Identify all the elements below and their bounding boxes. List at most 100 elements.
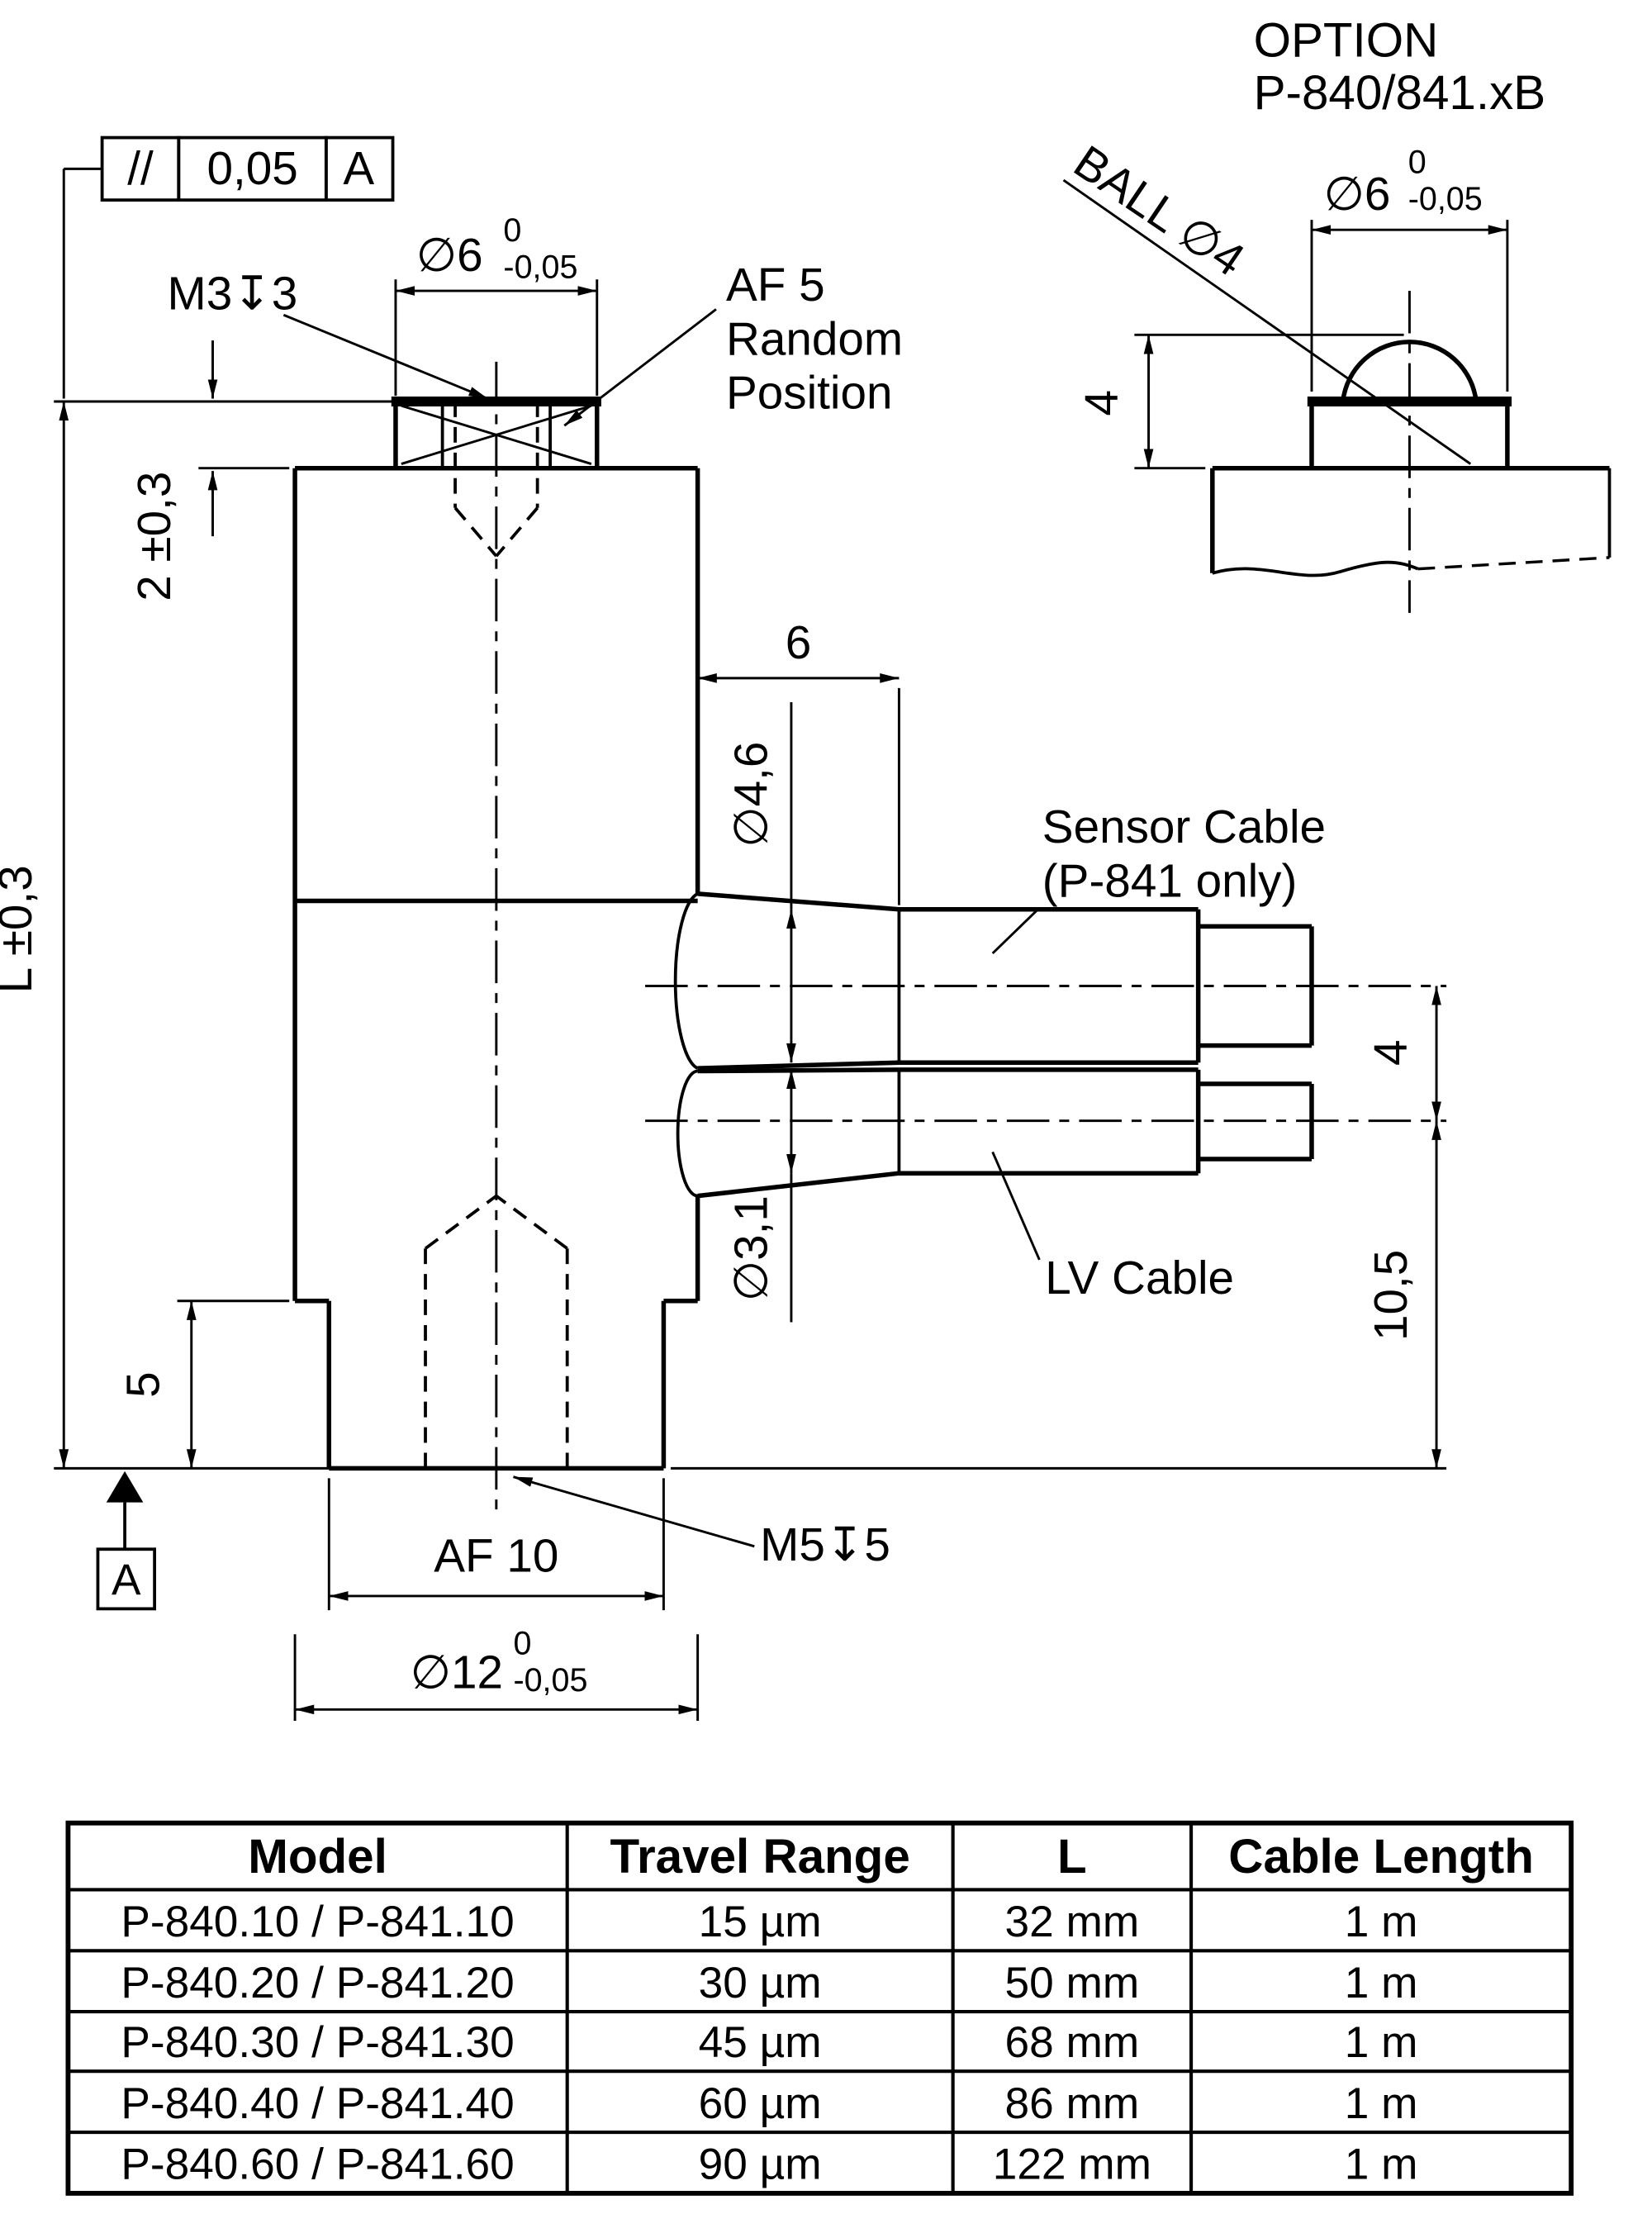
cell-l: 122 mm — [993, 2140, 1151, 2189]
dia6-lower-tol: -0,05 — [503, 249, 577, 286]
sensor-cable-note: (P-841 only) — [1042, 855, 1298, 907]
m3-thread-label: M3↧3 — [168, 268, 298, 320]
cell-cable: 1 m — [1345, 2018, 1418, 2067]
dimL-value: L ±0,3 — [0, 865, 42, 993]
thread-m3-hidden — [453, 401, 539, 558]
cable-gland-arc — [673, 892, 699, 1070]
cell-travel: 45 µm — [699, 2018, 822, 2067]
table-row: P-840.30 / P-841.30 45 µm 68 mm 1 m — [121, 2018, 1417, 2067]
label-m3: M3↧3 — [168, 268, 489, 400]
cell-cable: 1 m — [1345, 2140, 1418, 2189]
cell-travel: 60 µm — [699, 2079, 822, 2128]
dim4-cables-value: 4 — [1365, 1039, 1417, 1066]
sensor-cable-shape — [673, 891, 1314, 1071]
dia12-value: ∅12 — [411, 1647, 503, 1699]
dia12-lower-tol: -0,05 — [513, 1662, 587, 1699]
cell-model: P-840.10 / P-841.10 — [121, 1898, 514, 1946]
cell-travel: 30 µm — [699, 1959, 822, 2007]
dim-dia12: ∅12 0 -0,05 — [293, 1625, 700, 1722]
option-title-block: OPTION P-840/841.xB — [1254, 14, 1546, 121]
dim105-value: 10,5 — [1365, 1250, 1417, 1341]
m5-leader — [513, 1475, 755, 1548]
dia6-ball-upper-tol: 0 — [1408, 145, 1427, 181]
table-row: P-840.20 / P-841.20 30 µm 50 mm 1 m — [121, 1959, 1417, 2007]
col-header-cable-length: Cable Length — [1228, 1830, 1534, 1884]
cell-l: 68 mm — [1005, 2018, 1140, 2067]
dim-5: 5 — [117, 1299, 290, 1469]
cell-model: P-840.60 / P-841.60 — [121, 2140, 514, 2189]
dim6-value: 6 — [786, 617, 812, 669]
dim-105: 10,5 — [671, 1120, 1447, 1470]
cell-cable: 1 m — [1345, 1898, 1418, 1946]
spec-table: Model Travel Range L Cable Length P-840.… — [65, 1820, 1574, 2196]
sensor-cable-label: Sensor Cable — [1042, 801, 1326, 853]
ball-leader — [1062, 178, 1472, 465]
tolerance-datum-ref: A — [343, 143, 374, 195]
option-title: OPTION — [1254, 14, 1439, 68]
dim-dia31: ∅3,1 — [726, 1069, 796, 1323]
dim-6: 6 — [696, 617, 900, 905]
cell-l: 32 mm — [1005, 1898, 1140, 1946]
thread-m5-hidden — [424, 1195, 569, 1469]
datum-label: A — [112, 1556, 141, 1604]
dia6-upper-tol: 0 — [503, 212, 521, 249]
dia31-value: ∅3,1 — [726, 1195, 778, 1301]
dim-2: 2 ±0,3 — [129, 340, 290, 601]
datum-triangle — [106, 1470, 144, 1503]
table-row: P-840.10 / P-841.10 15 µm 32 mm 1 m — [121, 1898, 1417, 1946]
dim-4-cables: 4 — [1365, 986, 1441, 1121]
dia46-value: ∅4,6 — [726, 742, 778, 848]
dia6-ball-lower-tol: -0,05 — [1408, 181, 1483, 217]
tolerance-frame-datum-cell — [324, 135, 395, 202]
tolerance-frame: // 0,05 A — [64, 135, 395, 202]
datum-a: A — [96, 1470, 157, 1611]
cell-l: 50 mm — [1005, 1959, 1140, 2007]
label-af5: AF 5 Random Position — [563, 259, 903, 427]
label-lv-cable: LV Cable — [991, 1151, 1234, 1304]
table-border — [65, 1820, 1574, 2196]
col-header-travel-range: Travel Range — [610, 1830, 910, 1884]
dia12-upper-tol: 0 — [513, 1625, 531, 1661]
datum-box — [96, 1547, 157, 1611]
cable-gland-arc — [676, 1069, 698, 1198]
af5-label-2: Random — [726, 313, 903, 365]
m5-thread-label: M5↧5 — [760, 1519, 890, 1571]
dim-dia6-top: ∅6 0 -0,05 — [394, 212, 599, 397]
dim-L: L ±0,3 — [0, 169, 396, 1470]
option-subtitle: P-840/841.xB — [1254, 66, 1546, 120]
lv-cable-label: LV Cable — [1045, 1252, 1234, 1304]
cell-travel: 15 µm — [699, 1898, 822, 1946]
cell-l: 86 mm — [1005, 2079, 1140, 2128]
table-row: P-840.40 / P-841.40 60 µm 86 mm 1 m — [121, 2079, 1417, 2128]
parallelism-symbol: // — [127, 143, 154, 195]
label-m5: M5↧5 — [513, 1475, 890, 1571]
ball-arc — [1341, 340, 1479, 402]
cell-cable: 1 m — [1345, 1959, 1418, 2007]
cell-model: P-840.30 / P-841.30 — [121, 2018, 514, 2067]
label-sensor-cable: Sensor Cable (P-841 only) — [991, 801, 1326, 955]
table-row: P-840.60 / P-841.60 90 µm 122 mm 1 m — [121, 2140, 1417, 2189]
col-header-l: L — [1057, 1830, 1087, 1884]
cell-travel: 90 µm — [699, 2140, 822, 2189]
m3-leader — [282, 313, 489, 400]
dia6-value: ∅6 — [416, 230, 483, 282]
af5-label: AF 5 — [726, 259, 825, 311]
cell-cable: 1 m — [1345, 2079, 1418, 2128]
dim-af10: AF 10 — [327, 1478, 665, 1611]
af10-value: AF 10 — [434, 1531, 558, 1583]
dia6-ball-value: ∅6 — [1323, 169, 1390, 221]
af5-leader — [563, 308, 717, 427]
break-line — [1212, 560, 1419, 577]
dim4-ball-value: 4 — [1076, 390, 1128, 416]
dim2-value: 2 ±0,3 — [129, 472, 181, 601]
cell-model: P-840.40 / P-841.40 — [121, 2079, 514, 2128]
lv-cable-shape — [676, 1067, 1314, 1199]
sensor-cable-leader — [991, 907, 1041, 955]
dim5-value: 5 — [117, 1371, 169, 1398]
tolerance-value: 0,05 — [206, 143, 297, 195]
col-header-model: Model — [248, 1830, 387, 1884]
af5-label-3: Position — [726, 368, 893, 420]
ball-label: BALL ∅4 — [1065, 136, 1253, 287]
